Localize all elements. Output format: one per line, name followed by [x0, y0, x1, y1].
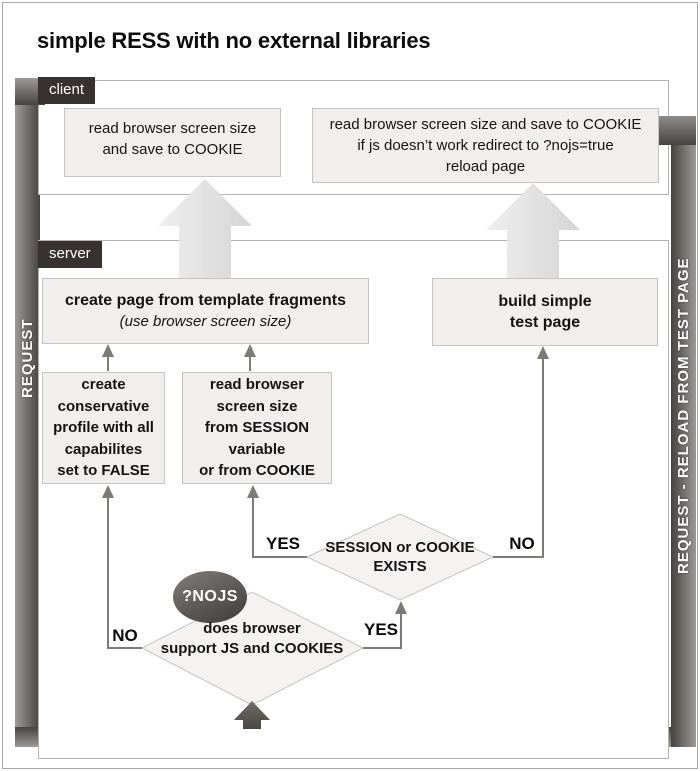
nojs-badge-shape — [173, 571, 247, 623]
box-conservative-profile: create conservative profile with all cap… — [42, 372, 165, 484]
box-line: or from COOKIE — [199, 462, 315, 480]
box-line: read browser screen size and save to COO… — [329, 116, 642, 133]
decision-line: SESSION or COOKIE — [325, 539, 475, 556]
flow-arrows — [107, 357, 544, 649]
request-entry-arrow-icon — [234, 701, 270, 729]
box-line: test page — [509, 314, 581, 331]
box-line: read browser screen size — [88, 120, 257, 137]
box-subtitle: (use browser screen size) — [119, 313, 292, 330]
box-line: if js doesn’t work redirect to ?nojs=tru… — [357, 137, 614, 154]
box-line: reload page — [445, 158, 526, 175]
box-line: and save to COOKIE — [102, 141, 243, 158]
box-line: build simple — [498, 293, 592, 310]
box-line: set to FALSE — [57, 462, 150, 480]
request-band-right — [671, 116, 696, 747]
edge-label-yes-session: YES — [265, 534, 301, 553]
edge-label-no-session: NO — [509, 534, 535, 553]
box-line: read browser — [209, 376, 305, 394]
request-band-right-caption: REQUEST - RELOAD FROM TEST PAGE — [675, 257, 692, 575]
request-band-left-caption: REQUEST — [19, 318, 36, 398]
request-band-left — [15, 78, 40, 747]
client-region-label: client — [38, 77, 96, 104]
edge-label-yes-support: YES — [363, 620, 399, 639]
edge-label-no-support: NO — [112, 626, 138, 645]
box-read-session: read browser screen size from SESSION va… — [182, 372, 332, 484]
nojs-badge-label: ?NOJS — [182, 588, 238, 605]
box-line: from SESSION — [204, 419, 310, 437]
decision-line: EXISTS — [373, 558, 427, 575]
box-build-test-page: build simple test page — [432, 278, 658, 346]
box-read-screen-cookie: read browser screen size and save to COO… — [64, 108, 281, 177]
box-line: variable — [228, 440, 286, 458]
box-line: capabilites — [64, 440, 143, 458]
box-line: profile with all — [53, 419, 154, 437]
box-read-screen-cookie-nojs: read browser screen size and save to COO… — [312, 108, 659, 183]
flow-arrowheads — [102, 344, 549, 614]
decision-line: support JS and COOKIES — [160, 640, 344, 657]
box-line: conservative — [57, 397, 150, 415]
box-create-page: create page from template fragments (use… — [42, 278, 369, 344]
decision-browser-support-text: does browser support JS and COOKIES — [152, 619, 352, 659]
box-line: create — [81, 376, 126, 394]
server-region-label: server — [38, 241, 102, 268]
page-title: simple RESS with no external libraries — [37, 28, 431, 53]
big-arrow-left-icon — [158, 179, 252, 279]
box-line: screen size — [216, 397, 298, 415]
big-arrow-right-icon — [486, 183, 580, 279]
decision-line: does browser — [203, 620, 301, 637]
box-title: create page from template fragments — [65, 292, 346, 309]
decision-session-exists-text: SESSION or COOKIE EXISTS — [300, 538, 500, 576]
